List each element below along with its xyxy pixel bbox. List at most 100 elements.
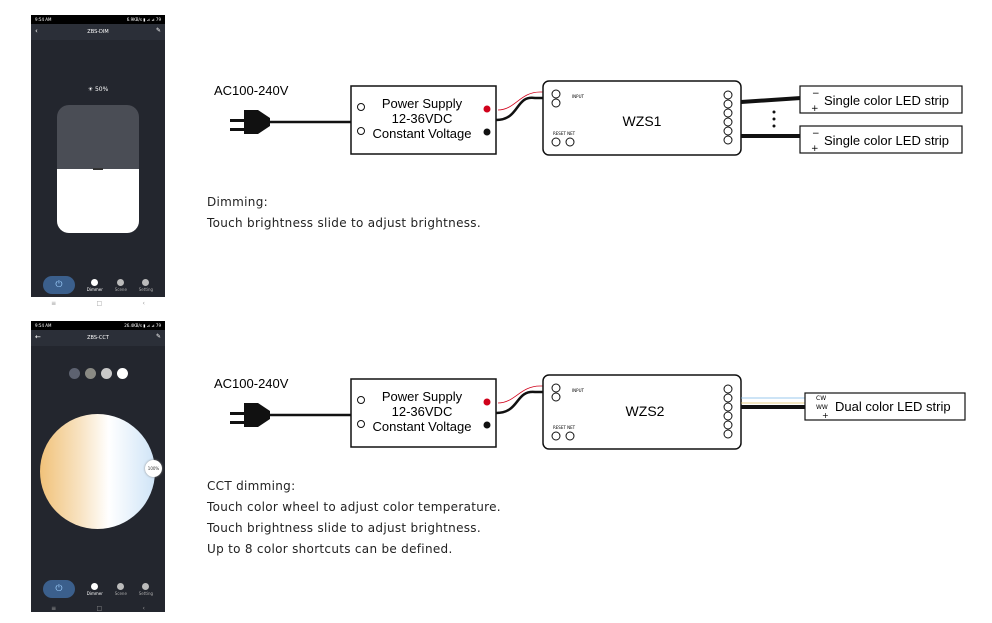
power-supply-box	[350, 85, 497, 155]
caption-dimming-title: Dimming:	[207, 195, 268, 209]
back-icon[interactable]: ‹	[35, 27, 38, 35]
back-nav-icon[interactable]: ‹	[142, 604, 145, 612]
dc-positive-terminal	[483, 398, 491, 406]
diagram-cct: AC100-240V Power Supply 12-36VDC Constan…	[214, 374, 966, 450]
wheel-value-badge[interactable]: 100%	[145, 460, 162, 477]
tab-dimmer[interactable]: Dimmer	[86, 582, 103, 596]
dc-cable	[495, 96, 552, 122]
status-time: 9:54 AM	[35, 323, 52, 328]
plus-label: +	[822, 411, 829, 420]
app-header: ← ZBS-CCT ✎	[31, 330, 165, 346]
bottom-nav: ⏻ Dimmer Scene Setting	[31, 577, 165, 601]
android-nav-bar: ≡ □ ‹	[31, 603, 165, 613]
reset-net-label: RESET NET	[553, 425, 576, 430]
led-strip-1-label: Single color LED strip	[824, 93, 949, 108]
caption-cct-line2: Touch brightness slide to adjust brightn…	[207, 521, 481, 535]
ac-voltage-label: AC100-240V	[214, 83, 289, 98]
tab-dimmer-label: Dimmer	[86, 590, 103, 596]
caption-dimming-line1: Touch brightness slide to adjust brightn…	[207, 216, 481, 230]
tab-scene-label: Scene	[114, 286, 127, 292]
tab-dimmer[interactable]: Dimmer	[86, 278, 103, 292]
ac-plug-icon	[230, 403, 270, 427]
bulb-icon	[91, 278, 99, 286]
color-temperature-wheel[interactable]	[40, 414, 155, 529]
ww-label: WW	[816, 404, 828, 411]
led-strip-2-label: Single color LED strip	[824, 133, 949, 148]
controller-model: WZS2	[626, 403, 665, 419]
grid-icon	[142, 582, 150, 590]
color-shortcut-4[interactable]	[116, 368, 128, 379]
controller-model: WZS1	[623, 113, 662, 129]
brightness-slider-handle[interactable]	[93, 168, 103, 170]
device-title: ZBS-CCT	[87, 335, 109, 341]
led-strip-1	[799, 85, 963, 114]
menu-icon[interactable]: ≡	[51, 299, 57, 307]
led-strip-2	[799, 125, 963, 154]
back-icon[interactable]: ←	[35, 333, 41, 341]
brightness-slider-fill	[57, 169, 139, 233]
status-time: 9:54 AM	[35, 17, 52, 22]
dc-cable	[495, 390, 552, 415]
power-supply-box	[350, 378, 497, 448]
bottom-nav: ⏻ Dimmer Scene Setting	[31, 273, 165, 297]
tab-scene[interactable]: Scene	[115, 582, 127, 596]
input-label: INPUT	[572, 94, 585, 99]
ac-terminal-l	[357, 103, 365, 111]
ps-line1: Power Supply	[382, 389, 463, 404]
caption-cct-line3: Up to 8 color shortcuts can be defined.	[207, 542, 453, 556]
tab-setting-label: Setting	[138, 286, 154, 292]
color-shortcuts	[31, 368, 165, 379]
tab-dimmer-label: Dimmer	[86, 286, 103, 292]
edit-icon[interactable]: ✎	[155, 27, 161, 34]
bulb-icon	[91, 582, 99, 590]
tab-setting[interactable]: Setting	[138, 582, 154, 596]
ps-line2: 12-36VDC	[392, 404, 453, 419]
home-icon[interactable]: □	[96, 299, 103, 307]
device-title: ZBS-DIM	[87, 29, 109, 35]
caption-cct: CCT dimming: Touch color wheel to adjust…	[207, 476, 501, 560]
back-nav-icon[interactable]: ‹	[142, 299, 145, 307]
led-strip-dual-label: Dual color LED strip	[835, 399, 951, 414]
ps-line1: Power Supply	[382, 96, 463, 111]
brightness-slider[interactable]	[57, 105, 139, 233]
controller-box	[542, 80, 742, 156]
tab-scene[interactable]: Scene	[114, 278, 127, 292]
phone-screenshot-dim: 9:54 AM 6.9KB/s ▮ ⊿ ⊿ 79 ‹ ZBS-DIM ✎ ☀ 5…	[31, 15, 165, 297]
caption-cct-line1: Touch color wheel to adjust color temper…	[207, 500, 501, 514]
power-button[interactable]: ⏻	[42, 276, 75, 294]
ps-line2: 12-36VDC	[392, 111, 453, 126]
color-shortcut-3[interactable]	[100, 368, 112, 379]
caption-dimming: Dimming: Touch brightness slide to adjus…	[207, 192, 481, 234]
status-bar: 9:54 AM 26.4KB/s ▮ ⊿ ⊿ 79	[31, 321, 165, 330]
home-icon[interactable]: □	[96, 604, 103, 612]
output-terminals	[723, 384, 733, 439]
strip1-cable	[740, 96, 802, 104]
controller-box	[542, 374, 742, 450]
ps-line3: Constant Voltage	[372, 419, 471, 434]
scene-icon	[117, 278, 125, 286]
android-nav-bar: ≡ □ ‹	[31, 298, 165, 308]
tab-setting-label: Setting	[138, 590, 154, 596]
edit-icon[interactable]: ✎	[155, 333, 161, 340]
status-bar: 9:54 AM 6.9KB/s ▮ ⊿ ⊿ 79	[31, 15, 165, 24]
strip1-plus: +	[811, 104, 819, 114]
color-shortcut-1[interactable]	[68, 368, 80, 379]
output-terminals	[723, 90, 733, 145]
ac-voltage-label: AC100-240V	[214, 376, 289, 391]
ac-plug-icon	[230, 110, 270, 134]
dc-positive-terminal	[483, 105, 491, 113]
color-shortcut-2[interactable]	[84, 368, 96, 379]
reset-net-label: RESET NET	[553, 131, 576, 136]
app-header: ‹ ZBS-DIM ✎	[31, 24, 165, 40]
ac-terminal-n	[357, 127, 365, 135]
grid-icon	[142, 278, 150, 286]
caption-cct-title: CCT dimming:	[207, 479, 296, 493]
menu-icon[interactable]: ≡	[51, 604, 57, 612]
led-strip-dual	[804, 392, 966, 421]
status-indicators: 26.4KB/s ▮ ⊿ ⊿ 79	[124, 323, 161, 328]
strip2-plus: +	[811, 144, 819, 154]
tab-setting[interactable]: Setting	[138, 278, 154, 292]
dc-negative-terminal	[483, 421, 491, 429]
power-button[interactable]: ⏻	[42, 580, 75, 598]
